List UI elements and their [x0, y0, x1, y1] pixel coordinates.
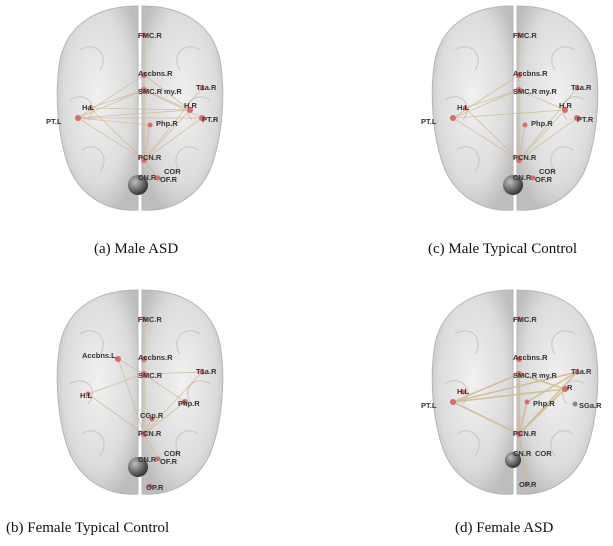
node-label: CN.R — [138, 455, 157, 464]
node-label: my.R — [539, 87, 557, 96]
node-label: Accbns.R — [513, 353, 548, 362]
node-label: Accbns.R — [138, 353, 173, 362]
node-label: Php.R — [178, 399, 200, 408]
caption-male-typical-control: (c) Male Typical Control — [428, 241, 578, 257]
node-label: OP.R — [519, 480, 537, 489]
caption-female-typical-control: (b) Female Typical Control — [6, 520, 170, 536]
node-label: FMC.R — [513, 315, 537, 324]
node-label: PT.R — [202, 115, 219, 124]
node-label: T1a.R — [196, 83, 217, 92]
panel-female-typical-control: FMC.R Accbns.L Accbns.R T1a.R SMC.R H.L … — [40, 284, 240, 499]
node-label: CN.R — [513, 173, 532, 182]
node-labels: FMC.R Accbns.R T1a.R SMC.R my.R H.R H.L … — [421, 31, 594, 184]
node-label: T1a.R — [196, 367, 217, 376]
brain-figure-a: FMC.R Accbns.R T1a.R SMC.R my.R H.R H.L … — [46, 5, 224, 211]
node-label: OF.R — [535, 175, 553, 184]
brain-figure-d: FMC.R Accbns.R T1a.R SMC.R my.R R H.L PT… — [421, 289, 602, 495]
node-label: FMC.R — [138, 315, 162, 324]
node-label: CN.R — [138, 173, 157, 182]
node-label: H.L — [80, 391, 93, 400]
node-label: COR — [535, 449, 552, 458]
node-label: COR — [164, 167, 181, 176]
node-label: PT.L — [421, 401, 437, 410]
node-label: Accbns.R — [513, 69, 548, 78]
node-label: SMC.R — [138, 87, 163, 96]
node-label: COR — [164, 449, 181, 458]
node-label: H.L — [82, 103, 95, 112]
panel-female-asd: FMC.R Accbns.R T1a.R SMC.R my.R R H.L PT… — [415, 284, 613, 499]
cerebellum-sphere — [505, 452, 521, 468]
node-label: H.R — [184, 101, 198, 110]
node-label: my.R — [164, 87, 182, 96]
connections — [452, 371, 578, 485]
node-label: OP.R — [146, 483, 164, 492]
node-label: H.L — [457, 387, 470, 396]
brain-outline — [431, 5, 599, 211]
node-label: T1a.R — [571, 367, 592, 376]
node-label: H.L — [457, 103, 470, 112]
panel-male-asd: FMC.R Accbns.R T1a.R SMC.R my.R H.R H.L … — [40, 0, 240, 215]
nodes — [85, 316, 205, 489]
node-label: SMC.R — [513, 371, 538, 380]
node-label: COR — [539, 167, 556, 176]
caption-male-asd: (a) Male ASD — [94, 241, 179, 257]
cerebellum-sphere — [503, 175, 523, 195]
node-label: PCN.R — [138, 429, 162, 438]
cerebellum-sphere — [128, 457, 148, 477]
cerebellum-sphere — [128, 175, 148, 195]
connections — [77, 35, 203, 179]
brain-figure-c: FMC.R Accbns.R T1a.R SMC.R my.R H.R H.L … — [421, 5, 599, 211]
brain-outline — [431, 289, 599, 495]
node-label: FMC.R — [513, 31, 537, 40]
connections — [87, 319, 203, 460]
node-label: Accbns.R — [138, 69, 173, 78]
node-label: Php.R — [156, 119, 178, 128]
node-label: Accbns.L — [82, 351, 116, 360]
node-label: CGp.R — [140, 411, 164, 420]
node-label: PCN.R — [138, 153, 162, 162]
connections — [452, 35, 578, 161]
node-label: Php.R — [533, 399, 555, 408]
node-label: H.R — [559, 101, 573, 110]
node-label: PCN.R — [513, 429, 537, 438]
node-labels: FMC.R Accbns.L Accbns.R T1a.R SMC.R H.L … — [80, 315, 217, 492]
node-label: R — [567, 383, 573, 392]
brain-figure-b: FMC.R Accbns.L Accbns.R T1a.R SMC.R H.L … — [56, 289, 224, 495]
brain-outline — [56, 289, 224, 495]
nodes — [450, 32, 580, 181]
node-label: OF.R — [160, 175, 178, 184]
node-label: PCN.R — [513, 153, 537, 162]
nodes — [450, 316, 580, 487]
node-label: PT.R — [577, 115, 594, 124]
node-label: my.R — [539, 371, 557, 380]
node-label: CN.R — [513, 449, 532, 458]
nodes — [75, 32, 205, 181]
node-label: Php.R — [531, 119, 553, 128]
node-label: PT.L — [421, 117, 437, 126]
node-label: OF.R — [160, 457, 178, 466]
node-labels: FMC.R Accbns.R T1a.R SMC.R my.R H.R H.L … — [46, 31, 219, 184]
node-label: FMC.R — [138, 31, 162, 40]
node-label: SGa.R — [579, 401, 602, 410]
node-label: PT.L — [46, 117, 62, 126]
panel-male-typical-control: FMC.R Accbns.R T1a.R SMC.R my.R H.R H.L … — [415, 0, 613, 215]
node-label: SMC.R — [138, 371, 163, 380]
node-label: SMC.R — [513, 87, 538, 96]
sga-node — [572, 401, 578, 407]
node-labels: FMC.R Accbns.R T1a.R SMC.R my.R R H.L PT… — [421, 315, 602, 489]
caption-female-asd: (d) Female ASD — [455, 520, 554, 536]
node-label: T1a.R — [571, 83, 592, 92]
